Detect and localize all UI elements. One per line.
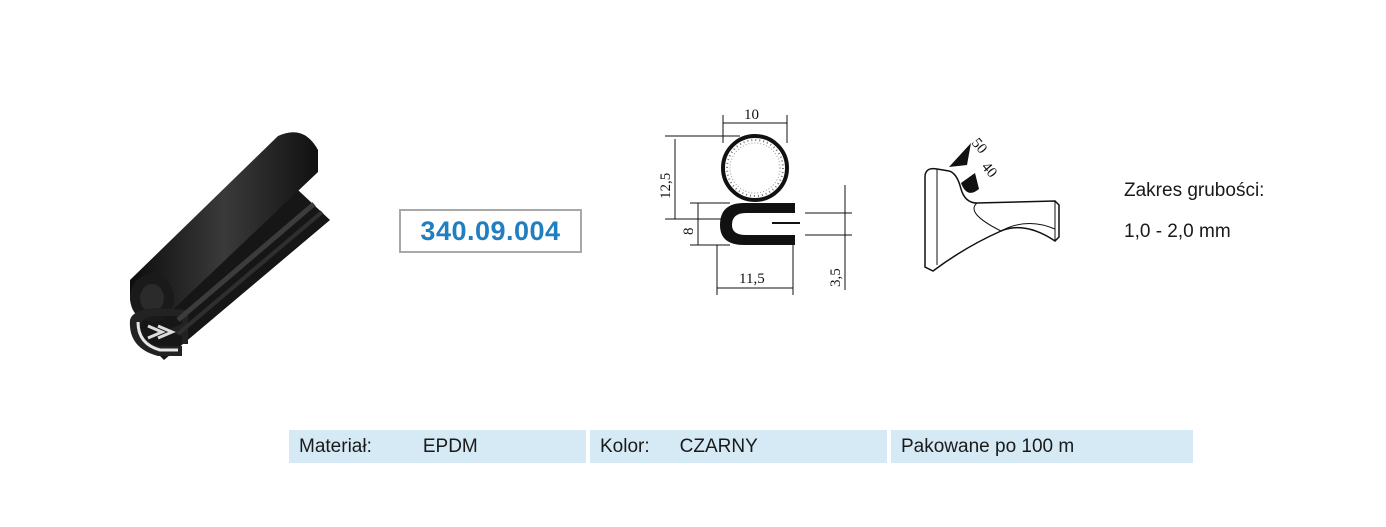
material-value: EPDM — [422, 435, 478, 457]
color-label: Kolor: — [600, 435, 650, 457]
color-cell: Kolor: CZARNY — [590, 430, 887, 463]
packaging-text: Pakowane po 100 m — [901, 435, 1075, 457]
dim-height-left: 12,5 — [658, 173, 674, 199]
dim-top-width: 10 — [744, 107, 759, 123]
dim-bottom-width: 11,5 — [739, 271, 765, 287]
product-photo — [129, 132, 330, 360]
angle-label-1: 50 — [968, 135, 990, 157]
product-code: 340.09.004 — [399, 209, 582, 253]
thickness-label: Zakres grubości: — [1124, 180, 1265, 201]
material-cell: Materiał: EPDM — [289, 430, 586, 463]
color-value: CZARNY — [679, 435, 758, 457]
spec-bar: Materiał: EPDM Kolor: CZARNY Pakowane po… — [289, 430, 1193, 463]
thickness-value: 1,0 - 2,0 mm — [1124, 221, 1231, 242]
thickness-range: Zakres grubości: 1,0 - 2,0 mm — [1124, 178, 1264, 245]
dim-clip-height: 8 — [681, 228, 697, 236]
dim-right: 3,5 — [828, 268, 844, 287]
clamp-thickness-drawing: 50 40 — [924, 135, 1060, 272]
angle-label-2: 40 — [978, 159, 1000, 181]
dimension-drawing: 10 12,5 8 11,5 3,5 — [658, 107, 852, 295]
packaging-cell: Pakowane po 100 m — [891, 430, 1193, 463]
material-label: Materiał: — [299, 435, 372, 457]
